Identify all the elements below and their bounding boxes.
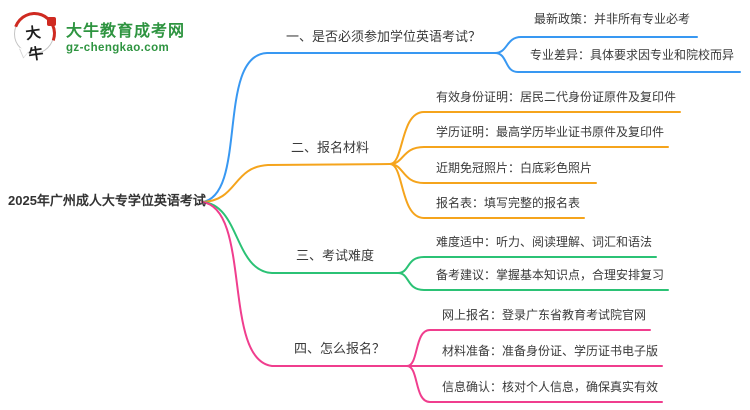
branch-3-line (201, 201, 399, 274)
site-logo[interactable]: 大牛 大牛教育成考网 gz-chengkao.com (5, 4, 185, 64)
branch-2-line (201, 163, 391, 203)
site-name: 大牛教育成考网 (66, 22, 186, 40)
branch-1-child-2: 专业差异：具体要求因专业和院校而异 (530, 48, 735, 62)
branch-2-child-1: 有效身份证明：居民二代身份证原件及复印件 (436, 90, 677, 104)
branch-3-label: 三、考试难度 (296, 248, 375, 263)
branch-4-child-2: 材料准备：准备身份证、学历证书电子版 (442, 344, 659, 358)
branch-4-child-1: 网上报名：登录广东省教育考试院官网 (442, 308, 647, 322)
branch-4-child-3: 信息确认：核对个人信息，确保真实有效 (442, 380, 659, 394)
branch-1-child-1-line (494, 36, 698, 54)
branch-2-child-4: 报名表：填写完整的报名表 (436, 196, 581, 210)
branch-1-line (201, 52, 496, 203)
logo-bubble-shape (14, 14, 54, 54)
branch-3-child-2: 备考建议：掌握基本知识点，合理安排复习 (436, 268, 665, 282)
branch-2-child-2-line (389, 146, 669, 165)
branch-4-label: 四、怎么报名？ (294, 341, 386, 356)
branch-1-label: 一、是否必须参加学位英语考试？ (286, 29, 482, 44)
root-node: 2025年广州成人大专学位英语考试 (8, 193, 206, 208)
branch-2-child-3: 近期免冠照片：白底彩色照片 (436, 161, 593, 175)
branch-4-child-1-line (406, 329, 651, 367)
logo-text-block: 大牛教育成考网 gz-chengkao.com (66, 17, 185, 54)
branch-3-child-2-line (397, 272, 669, 291)
branch-2-child-2: 学历证明：最高学历毕业证书原件及复印件 (436, 125, 665, 139)
branch-2-label: 二、报名材料 (291, 140, 370, 155)
branch-3-child-1: 难度适中：听力、阅读理解、词汇和语法 (436, 235, 653, 249)
branch-2-child-1-line (389, 111, 681, 165)
logo-seal-icon (47, 17, 56, 26)
logo-bull-icon: 大牛 (5, 4, 64, 64)
branch-2-child-4-line (389, 163, 585, 219)
branch-4-line (201, 201, 408, 367)
branch-3-child-1-line (397, 256, 657, 274)
logo-icon-text: 大牛 (24, 25, 46, 64)
branch-1-child-1: 最新政策：并非所有专业必考 (534, 12, 691, 26)
branch-1-child-2-line (494, 52, 741, 73)
branch-4-child-3-line (406, 365, 663, 403)
site-url: gz-chengkao.com (66, 41, 170, 54)
